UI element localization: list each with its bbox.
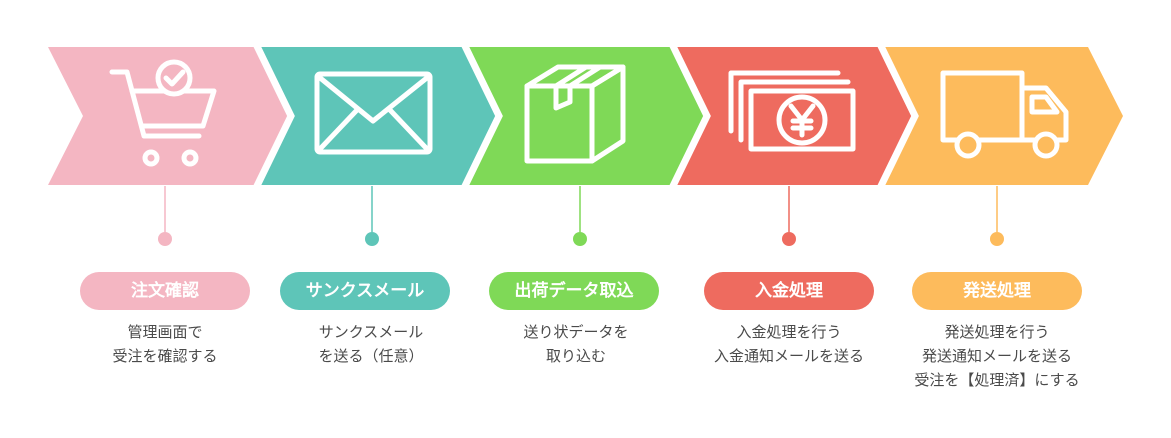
yen-banknotes-icon — [728, 70, 856, 152]
step-2-connector-dot — [365, 232, 379, 246]
step-5-connector-dot — [990, 232, 1004, 246]
step-5-line-3: 受注を【処理済】にする — [914, 371, 1080, 389]
step-4-line-1: 入金処理を行う — [736, 323, 842, 341]
step-3-line-2: 取り込む — [545, 347, 606, 365]
step-5-description: 発送処理を行う 発送通知メールを送る 受注を【処理済】にする — [882, 320, 1112, 392]
step-4-description: 入金処理を行う 入金通知メールを送る — [674, 320, 904, 368]
envelope-icon — [314, 71, 433, 155]
step-2-line-1: サンクスメール — [318, 323, 424, 341]
step-5-title: 発送処理 — [912, 272, 1082, 310]
step-4-connector-dot — [782, 232, 796, 246]
step-5-line-2: 発送通知メールを送る — [921, 347, 1072, 365]
step-1-title: 注文確認 — [80, 272, 250, 310]
step-4-line-2: 入金通知メールを送る — [713, 347, 864, 365]
step-1-arrow — [48, 47, 291, 185]
cardboard-box-icon — [524, 64, 626, 164]
step-2-title: サンクスメール — [280, 272, 450, 310]
step-5-line-1: 発送処理を行う — [944, 323, 1050, 341]
step-1-line-1: 管理画面で — [127, 323, 203, 341]
step-4-title: 入金処理 — [704, 272, 874, 310]
step-1-connector-dot — [158, 232, 172, 246]
step-3-line-1: 送り状データを — [523, 323, 629, 341]
step-3-connector-dot — [573, 232, 587, 246]
shopping-cart-check-icon — [109, 59, 217, 167]
delivery-truck-icon — [940, 70, 1069, 159]
step-2-description: サンクスメール を送る（任意） — [256, 320, 486, 368]
step-1-line-2: 受注を確認する — [112, 347, 218, 365]
step-3-description: 送り状データを 取り込む — [461, 320, 691, 368]
step-3-title: 出荷データ取込 — [489, 272, 659, 310]
step-2-line-2: を送る（任意） — [318, 347, 424, 365]
step-1-description: 管理画面で 受注を確認する — [50, 320, 280, 368]
